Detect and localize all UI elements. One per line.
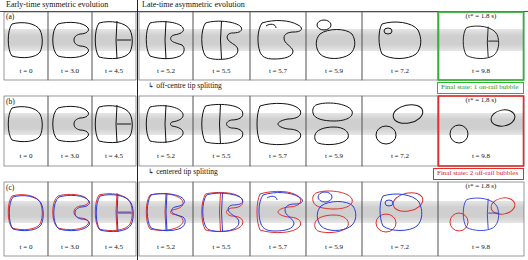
time-label: t = 5.5 xyxy=(212,68,230,76)
time-scale-note: (t* = 1.8 s) xyxy=(466,183,497,191)
panel-letter: (a) xyxy=(6,13,14,21)
time-label: t = 5.7 xyxy=(269,68,287,76)
section-heading: Early-time symmetric evolution xyxy=(6,1,108,10)
time-label: t = 5.7 xyxy=(269,153,287,161)
annotation-text: ↳ off-centre tip splitting xyxy=(148,82,222,90)
time-label: t = 7.2 xyxy=(391,244,409,252)
time-label: t = 3.0 xyxy=(61,68,79,76)
time-label: t = 5.7 xyxy=(269,244,287,252)
annotation-text: ↳ centered tip splitting xyxy=(148,168,218,176)
time-label: t = 5.2 xyxy=(157,68,175,76)
time-label: t = 7.2 xyxy=(391,153,409,161)
time-label: t = 4.5 xyxy=(105,68,123,76)
time-label: t = 3.0 xyxy=(61,153,79,161)
time-label: t = 5.5 xyxy=(212,153,230,161)
box-text: Final state: 2 off-rail bubbles xyxy=(437,170,520,178)
time-label: t = 9.8 xyxy=(472,244,490,252)
panel-letter: (c) xyxy=(6,184,14,192)
time-label: t = 9.8 xyxy=(472,68,490,76)
time-label: t = 3.0 xyxy=(61,244,79,252)
time-label: t = 5.2 xyxy=(157,153,175,161)
panel-letter: (b) xyxy=(6,98,15,106)
time-label: t = 4.5 xyxy=(105,153,123,161)
time-label: t = 0 xyxy=(20,244,33,252)
time-label: t = 5.5 xyxy=(212,244,230,252)
time-scale-note: (t* = 1.8 s) xyxy=(466,13,497,21)
time-scale-note: (t* = 1.8 s) xyxy=(466,97,497,105)
final-state-box: Final state: 2 off-rail bubbles xyxy=(433,168,524,180)
section-heading: Late-time asymmetric evolution xyxy=(142,1,245,10)
time-label: t = 5.9 xyxy=(325,68,343,76)
box-text: Final state: 1 on-rail bubble xyxy=(441,84,520,92)
final-state-box: Final state: 1 on-rail bubble xyxy=(437,82,524,94)
time-label: t = 0 xyxy=(20,153,33,161)
time-label: t = 5.9 xyxy=(325,153,343,161)
time-label: t = 4.5 xyxy=(105,244,123,252)
time-label: t = 7.2 xyxy=(391,68,409,76)
time-label: t = 5.9 xyxy=(325,244,343,252)
time-label: t = 5.2 xyxy=(157,244,175,252)
time-label: t = 9.8 xyxy=(472,153,490,161)
time-label: t = 0 xyxy=(20,68,33,76)
